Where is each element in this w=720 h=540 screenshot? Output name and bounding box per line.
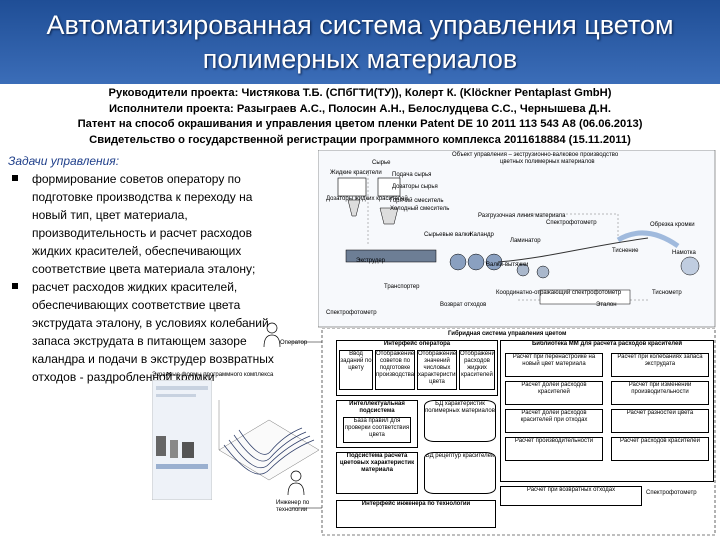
tasks-list: формирование советов оператору по подгот… (8, 170, 278, 386)
engineer-icon (286, 470, 306, 496)
rule-base: База правил для проверки соответствия цв… (343, 417, 411, 443)
materials-db: БД характеристик полимерных материалов (424, 400, 496, 442)
task-item: формирование советов оператору по подгот… (32, 170, 278, 278)
info-line: Исполнители проекта: Разыграев А.С., Пол… (30, 102, 690, 118)
model-item: Расчет разностей цвета (611, 409, 709, 433)
diagram-label: Эталон (596, 302, 617, 309)
operator-label: Оператор (280, 340, 307, 347)
models-library: Библиотека ММ для расчета расходов краси… (500, 340, 714, 482)
hybrid-heading: Гибридная система управления цветом (448, 331, 566, 338)
diagram-label: Обрезка кромки (650, 222, 695, 229)
interface-column: Отображение значений числовых характерис… (417, 350, 457, 390)
diagram-label: Подача сырья (392, 172, 431, 179)
diagram-label: Ламинатор (510, 238, 541, 245)
interface-column: Отображение расходов жидких красителей (459, 350, 495, 390)
model-item: Расчет расходов красителей (611, 437, 709, 461)
interface-title: Интерфейс оператора (337, 341, 497, 348)
info-line: Патент на способ окрашивания и управлени… (30, 117, 690, 133)
engineer-label: Инженер по технологии (276, 500, 309, 514)
screen-scada (152, 380, 212, 500)
diagram-label: Спектрофотометр (546, 220, 597, 227)
diagram-label: Сырье (372, 160, 390, 167)
diagram-label: Намотка (672, 250, 696, 257)
diagram-label: Тиснение (612, 248, 638, 255)
recipes-db: БД рецептур красителей (424, 452, 496, 494)
diagram-label: Транспортер (384, 284, 419, 291)
object-title: Объект управления – экструзионно-валково… (452, 152, 618, 159)
model-item: Расчет при колебаниях запаса экструдата (611, 353, 709, 377)
model-item: Расчет при изменении производительности (611, 381, 709, 405)
model-item: Расчет производительности (505, 437, 603, 461)
spectrophotometer-note: Спектрофотометр (646, 490, 697, 497)
control-tasks: Задачи управления: формирование советов … (8, 152, 278, 386)
diagram-label: Горячий смеситель (390, 198, 443, 205)
info-line: Руководители проекта: Чистякова Т.Б. (СП… (30, 86, 690, 102)
diagram-label: Координатно-отражающий спектрофотометр (496, 290, 621, 297)
interface-column: Ввод заданий по цвету (339, 350, 373, 390)
calc-subsystem: Подсистема расчета цветовых характеристи… (336, 452, 418, 494)
info-line: Свидетельство о государственной регистра… (30, 133, 690, 149)
project-info: Руководители проекта: Чистякова Т.Б. (СП… (30, 86, 690, 148)
slide-title: Автоматизированная система управления цв… (0, 8, 720, 76)
library-title: Библиотека ММ для расчета расходов краси… (501, 341, 713, 348)
operator-icon (262, 322, 282, 348)
returns-calc: Расчет при возвратных отходах (500, 486, 642, 506)
diagram-label: Тиснометр (652, 290, 682, 297)
diagram-label: Валки-вытяжки (486, 262, 528, 269)
diagram-label: Дозаторы сырья (392, 184, 438, 191)
model-item: Расчет при перенастройке на новый цвет м… (505, 353, 603, 377)
operator-interface: Интерфейс оператора Ввод заданий по цвет… (336, 340, 498, 396)
tasks-heading: Задачи управления: (8, 152, 278, 170)
diagram-label: Экструдер (356, 258, 385, 265)
subsystem-title: Интеллектуальная подсистема (337, 401, 417, 415)
object-title: цветных полимерных материалов (500, 159, 595, 166)
interface-column: Отображение советов по подготовке произв… (375, 350, 415, 390)
engineer-interface: Интерфейс инженера по технологии (336, 500, 496, 528)
diagram-label: Жидкие красители (330, 170, 382, 177)
screens-caption: Экранные формы программного комплекса (152, 372, 273, 379)
diagram-label: Холодный смеситель (390, 206, 449, 213)
diagram-label: Каландр (470, 232, 494, 239)
intelligent-subsystem: Интеллектуальная подсистема База правил … (336, 400, 418, 448)
diagram-label: Разгрузочная линия материала (478, 213, 566, 220)
model-item: Расчет долей расходов красителей (505, 381, 603, 405)
task-item: расчет расходов жидких красителей, обесп… (32, 278, 278, 386)
diagram-label: Спектрофотометр (326, 310, 377, 317)
model-item: Расчет долей расходов красителей при отх… (505, 409, 603, 433)
diagram-label: Сырьевые валки (424, 232, 471, 239)
diagram-label: Возврат отходов (440, 302, 486, 309)
